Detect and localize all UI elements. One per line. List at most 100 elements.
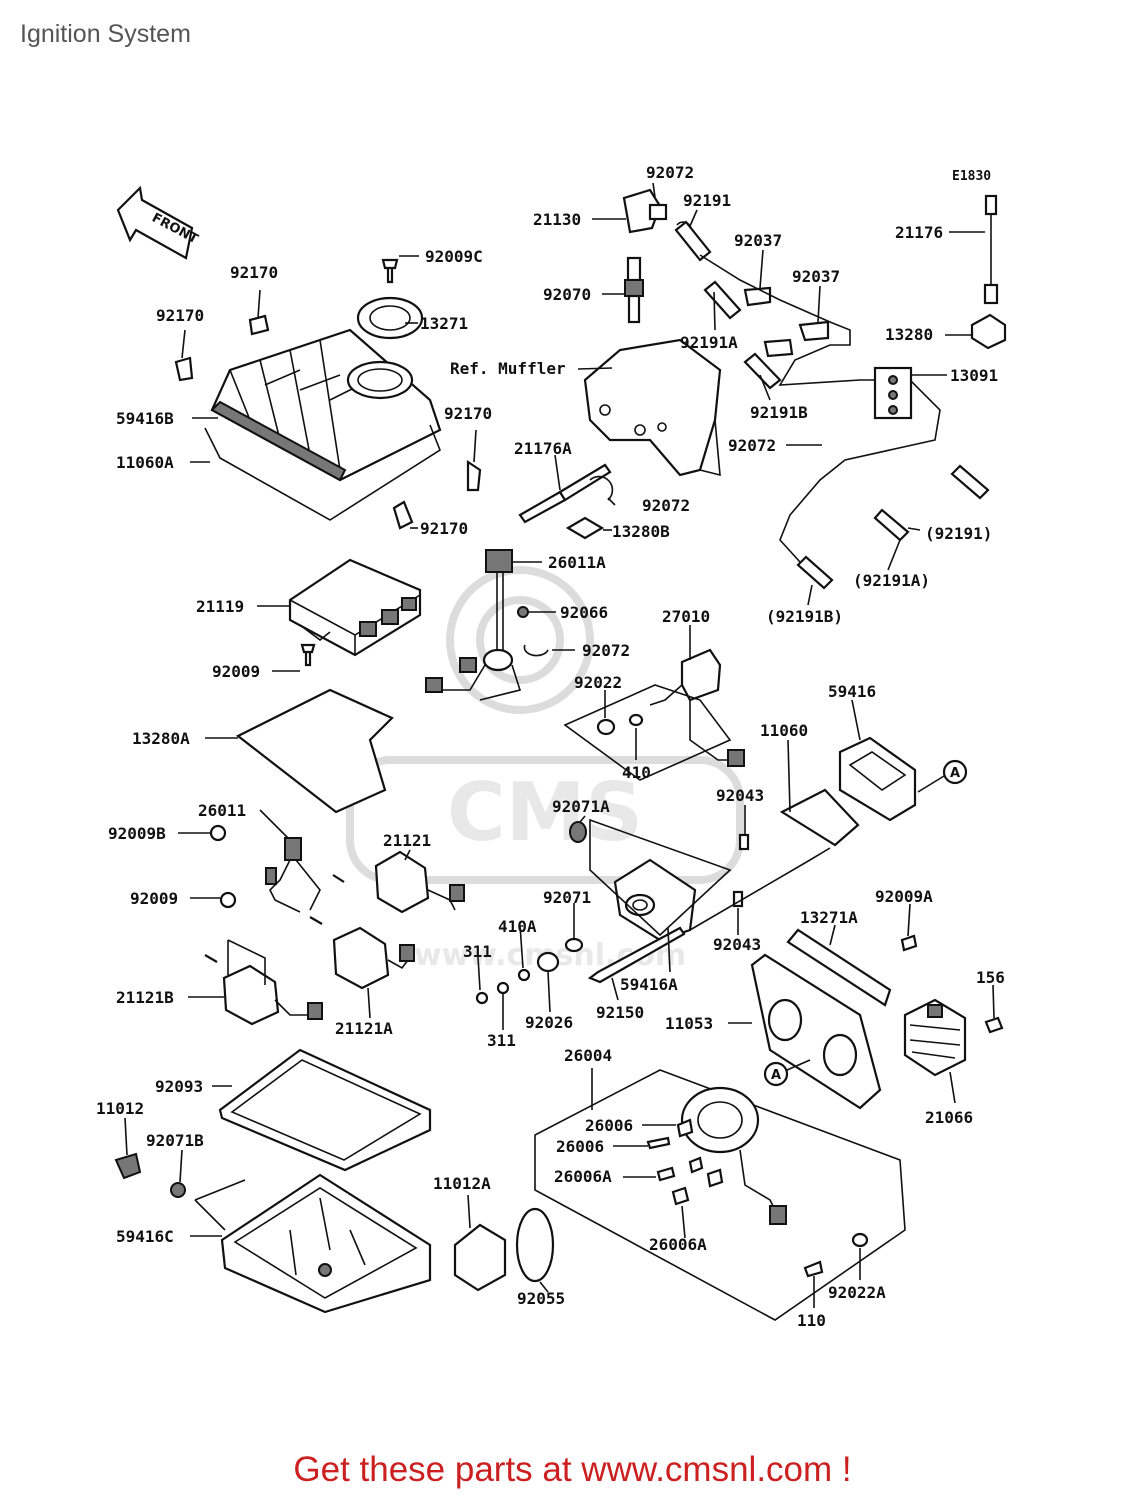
part-label: 21121	[383, 831, 431, 850]
part-label: 21130	[533, 210, 581, 229]
part-label: 92043	[716, 786, 764, 805]
part-label: 13271A	[800, 908, 858, 927]
part-label: 92009C	[425, 247, 483, 266]
screw-110	[803, 1260, 824, 1278]
part-label: 110	[797, 1311, 826, 1330]
regulator	[903, 998, 967, 1077]
part-label: 92150	[596, 1003, 644, 1022]
part-label: 311	[487, 1031, 516, 1050]
housing-59416a	[613, 858, 697, 942]
switch-assembly-26004	[534, 1069, 906, 1321]
part-label: (92191B)	[766, 607, 843, 626]
leader-lines	[124, 182, 995, 1308]
hose-clamps	[743, 286, 830, 358]
part-label: 92072	[646, 163, 694, 182]
inspection-cap	[356, 258, 424, 340]
callout-a-bottom-label: A	[771, 1068, 781, 1083]
part-label: 92009B	[108, 824, 166, 843]
base-59416c	[220, 1173, 432, 1314]
callout-a-bottom-line	[786, 1059, 811, 1071]
part-label: 92170	[156, 306, 204, 325]
part-label: 92009	[130, 889, 178, 908]
svg-text:CMS: CMS	[447, 766, 643, 859]
washer-92022a	[851, 1232, 869, 1248]
part-label: 92093	[155, 1077, 203, 1096]
part-26006a	[656, 1166, 676, 1182]
part-label: 11053	[665, 1014, 713, 1033]
part-label: 26011A	[548, 553, 606, 572]
coil-bracket	[227, 939, 266, 985]
cdi-cover	[204, 328, 442, 521]
part-label: 92070	[543, 285, 591, 304]
temp-sensor-a	[518, 463, 612, 524]
part-label: 59416A	[620, 975, 678, 994]
part-label: (92191)	[925, 524, 992, 543]
spark-plug	[624, 256, 644, 324]
part-label: 410A	[498, 917, 537, 936]
clip-92072-c	[523, 644, 549, 657]
part-label: 11060A	[116, 453, 174, 472]
part-label: 11060	[760, 721, 808, 740]
ref-muffler: Ref. Muffler	[450, 359, 566, 378]
part-label: 59416C	[116, 1227, 174, 1246]
nut-311-a	[475, 991, 489, 1005]
pad-13280	[970, 313, 1007, 350]
cta-banner[interactable]: Get these parts at www.cmsnl.com !	[293, 1450, 852, 1489]
washer-410a	[517, 968, 531, 982]
part-label: 92071	[543, 888, 591, 907]
grommet-92071	[564, 937, 584, 953]
part-label: 92071A	[552, 797, 610, 816]
part-26006a-b	[671, 1186, 690, 1206]
part-label: 92170	[444, 404, 492, 423]
cap-92071b	[170, 1182, 186, 1198]
part-label: 13271	[420, 314, 468, 333]
part-label: 26004	[564, 1046, 612, 1065]
ignition-system-diagram: CMS www.cmsnl.com FRONT	[96, 163, 1007, 1330]
part-label: 92170	[420, 519, 468, 538]
plate-11053	[750, 953, 882, 1110]
callout-a-top-label: A	[950, 766, 960, 781]
part-label: 92022A	[828, 1283, 886, 1302]
part-label: 21066	[925, 1108, 973, 1127]
part-label: 92026	[525, 1013, 573, 1032]
coil-21121b	[222, 964, 323, 1026]
callout-a-top	[942, 759, 968, 785]
part-label: 26011	[198, 801, 246, 820]
coil-21121	[374, 850, 465, 914]
gasket-13280a	[235, 688, 394, 814]
gasket-92093-inner	[230, 1059, 422, 1161]
diagram-code: E1830	[952, 169, 991, 184]
part-label: 26006	[556, 1137, 604, 1156]
temp-sensor	[983, 194, 999, 305]
part-label: 59416B	[116, 409, 174, 428]
callout-a-top-line	[917, 775, 945, 793]
screw-92009a	[900, 934, 918, 952]
part-label: (92191A)	[853, 571, 930, 590]
part-label: 92072	[582, 641, 630, 660]
knob-11012a	[453, 1223, 507, 1292]
washer-410	[628, 713, 644, 727]
cap-92071a	[569, 821, 587, 843]
part-label: 21176A	[514, 439, 572, 458]
washer-92022	[596, 718, 616, 736]
grommet-92066	[517, 606, 529, 618]
part-label: 92009	[212, 662, 260, 681]
assembly-line-b	[589, 818, 831, 937]
part-label: 92022	[574, 673, 622, 692]
front-arrow-icon: FRONT	[116, 185, 200, 260]
part-label: 21121B	[116, 988, 174, 1007]
part-label: 92191B	[750, 403, 808, 422]
coil-pins	[204, 874, 345, 963]
part-label: 92170	[230, 263, 278, 282]
part-26006-b	[646, 1136, 671, 1150]
part-label: 26006A	[554, 1167, 612, 1186]
gasket-11060	[779, 788, 860, 847]
part-label: 92037	[792, 267, 840, 286]
part-label: 21119	[196, 597, 244, 616]
assembly-line-a	[563, 684, 732, 781]
screw-156	[984, 1016, 1004, 1034]
part-label: 27010	[662, 607, 710, 626]
plate-13271a	[786, 928, 892, 1007]
harness-26011	[265, 837, 321, 913]
part-label: 410	[622, 763, 651, 782]
